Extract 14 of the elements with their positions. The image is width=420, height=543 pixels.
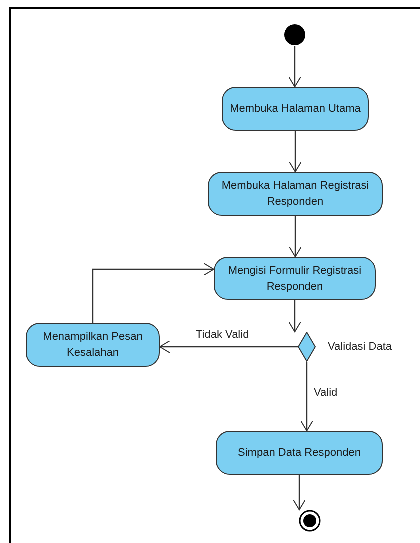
arrow: [289, 131, 302, 172]
action-box: Membuka Halaman Utama: [222, 87, 369, 131]
action-box: Mengisi Formulir Registrasi Responden: [214, 257, 376, 300]
arrow: [92, 263, 214, 323]
arrow: [300, 362, 314, 432]
arrow: [288, 300, 302, 332]
node-caption: Validasi Data: [328, 340, 392, 355]
arrow: [160, 340, 298, 354]
arrow: [288, 46, 302, 88]
arrow: [293, 475, 306, 510]
action-box: Membuka Halaman Registrasi Responden: [208, 172, 383, 216]
action-box: Menampilkan Pesan Kesalahan: [26, 323, 160, 367]
action-box: Simpan Data Responden: [216, 431, 383, 475]
arrow: [289, 216, 302, 258]
